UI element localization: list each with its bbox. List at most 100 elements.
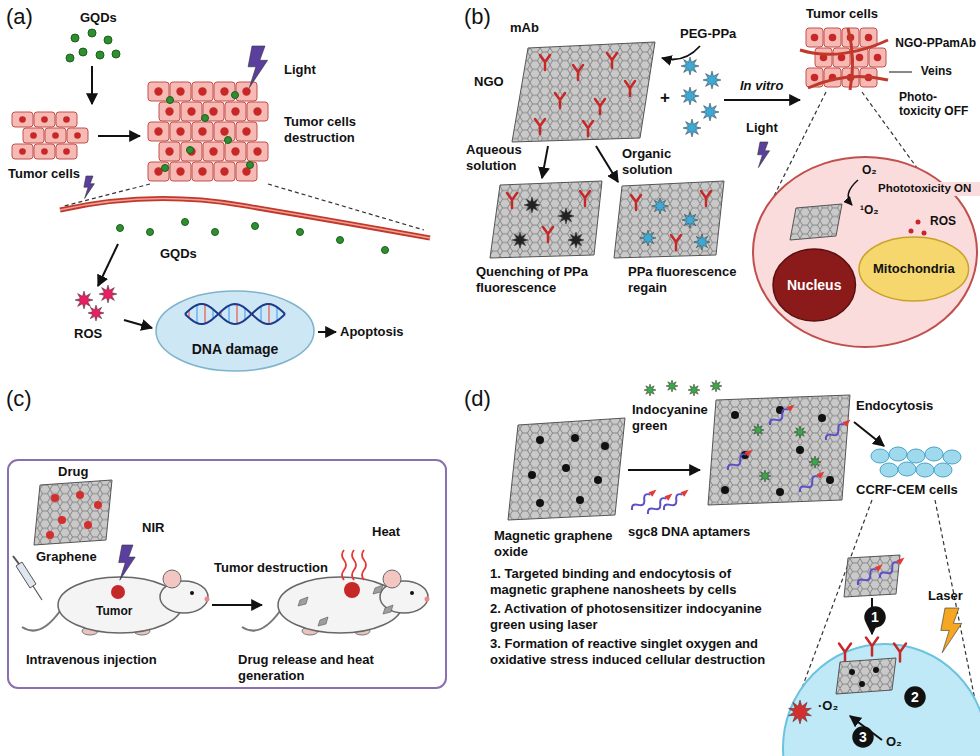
antibody-y <box>555 93 565 108</box>
dna-rung <box>276 307 278 321</box>
antibody-y <box>580 191 590 206</box>
quantum-dot <box>71 34 79 42</box>
tumor-cell <box>34 144 55 159</box>
tumor-cell <box>806 28 823 47</box>
ppa-molecule <box>640 230 656 246</box>
target-cell <box>783 644 980 756</box>
antibody-y <box>671 235 681 250</box>
cell-nucleus <box>63 116 70 123</box>
text-label: Drug <box>58 464 88 480</box>
ccrf-cem-cell <box>871 449 889 463</box>
mitochondrion-shape: Mitochondria <box>858 236 970 302</box>
cell-nucleus <box>220 127 228 135</box>
cell-nucleus <box>176 127 184 135</box>
aptamer-tip <box>664 491 674 501</box>
tumor-cell <box>833 48 850 67</box>
quantum-dot <box>117 225 124 232</box>
graphene-sheet <box>490 181 602 258</box>
text-label: Endocytosis <box>856 398 933 414</box>
node-text: Nucleus <box>787 277 841 294</box>
quantum-dot <box>212 229 219 236</box>
tumor-cell <box>824 28 841 47</box>
node-text: 3 <box>859 729 867 746</box>
quantum-dot <box>337 237 344 244</box>
quantum-dot <box>382 247 389 254</box>
indocyanine-molecule <box>809 456 821 468</box>
tumor-cell <box>815 48 832 67</box>
step-number-circle: 3 <box>852 726 874 748</box>
cell-nucleus <box>165 107 173 115</box>
drug-particle <box>46 531 54 539</box>
node-outline <box>155 290 315 372</box>
magnetic-particle <box>873 667 879 673</box>
panel-letter: (b) <box>464 4 491 30</box>
text-label: Veins <box>921 64 952 78</box>
mouse-tail <box>242 611 280 631</box>
ppa-molecule <box>683 119 701 137</box>
ccrf-cem-cell <box>889 447 907 461</box>
text-label: PEG-PPa <box>680 26 736 42</box>
step-text: 3. Formation of reactive singlet oxygen … <box>490 636 790 667</box>
aptamer-tip <box>816 469 826 479</box>
dna-rung <box>268 304 270 324</box>
magnetic-particle <box>721 486 729 494</box>
tumor-cell <box>214 82 235 101</box>
cell-nucleus <box>176 87 184 95</box>
indocyanine-molecule <box>644 384 656 396</box>
tumor-cell <box>236 162 257 181</box>
graphene-sheet <box>844 555 900 597</box>
tumor-cell <box>247 102 268 121</box>
aptamer-tip <box>648 487 658 497</box>
text-label: ¹O₂ <box>860 203 879 217</box>
node-text: 1 <box>871 609 879 626</box>
text-label: ·O₂ <box>818 698 838 714</box>
arrow <box>91 66 93 104</box>
text-label: Phototoxicity ON <box>876 182 980 196</box>
node-text: 2 <box>911 689 919 706</box>
quantum-dot <box>252 223 259 230</box>
cell-nucleus <box>52 132 59 139</box>
cell-nucleus <box>154 127 162 135</box>
ccrf-cem-cell <box>943 450 961 464</box>
antibody-y <box>535 119 545 134</box>
mouse-tail <box>22 611 60 631</box>
arrow <box>854 422 884 446</box>
heat-wave <box>362 550 366 580</box>
quantum-dot <box>202 115 209 122</box>
antibody-y <box>583 121 593 136</box>
aptamer-tip <box>842 417 852 427</box>
ppa-molecule <box>681 57 699 75</box>
mouse-eye <box>190 591 194 595</box>
quantum-dot <box>104 36 112 44</box>
tumor-cell <box>34 112 55 127</box>
ppa-molecule <box>682 212 698 228</box>
graphene-fragment <box>373 585 383 594</box>
quantum-dot <box>182 219 189 226</box>
cell-nucleus <box>220 87 228 95</box>
quantum-dot <box>147 229 154 236</box>
curved-arrow <box>662 46 700 60</box>
quantum-dot <box>232 92 239 99</box>
mouse-nose <box>425 597 430 602</box>
magnetic-particle <box>826 476 834 484</box>
drug-particle <box>51 494 59 502</box>
cell-nucleus <box>187 107 195 115</box>
cell-nucleus <box>220 167 228 175</box>
magnetic-particle <box>528 471 536 479</box>
magnetic-particle <box>796 446 804 454</box>
ppa-molecule <box>703 71 721 89</box>
text-label: Heat <box>372 524 400 540</box>
cell-nucleus <box>19 116 26 123</box>
text-label: Organic solution <box>622 146 694 177</box>
arrow <box>628 469 700 471</box>
tumor-cell <box>247 142 268 161</box>
ccrf-cem-cell <box>898 462 916 476</box>
cell-nucleus <box>209 107 217 115</box>
quenched-ppa <box>568 232 584 248</box>
ppa-molecule <box>652 198 668 214</box>
tumor-cell <box>236 82 257 101</box>
dna-aptamer <box>798 474 820 494</box>
text-label: In vitro <box>740 78 783 94</box>
plus-sign: + <box>660 88 670 108</box>
